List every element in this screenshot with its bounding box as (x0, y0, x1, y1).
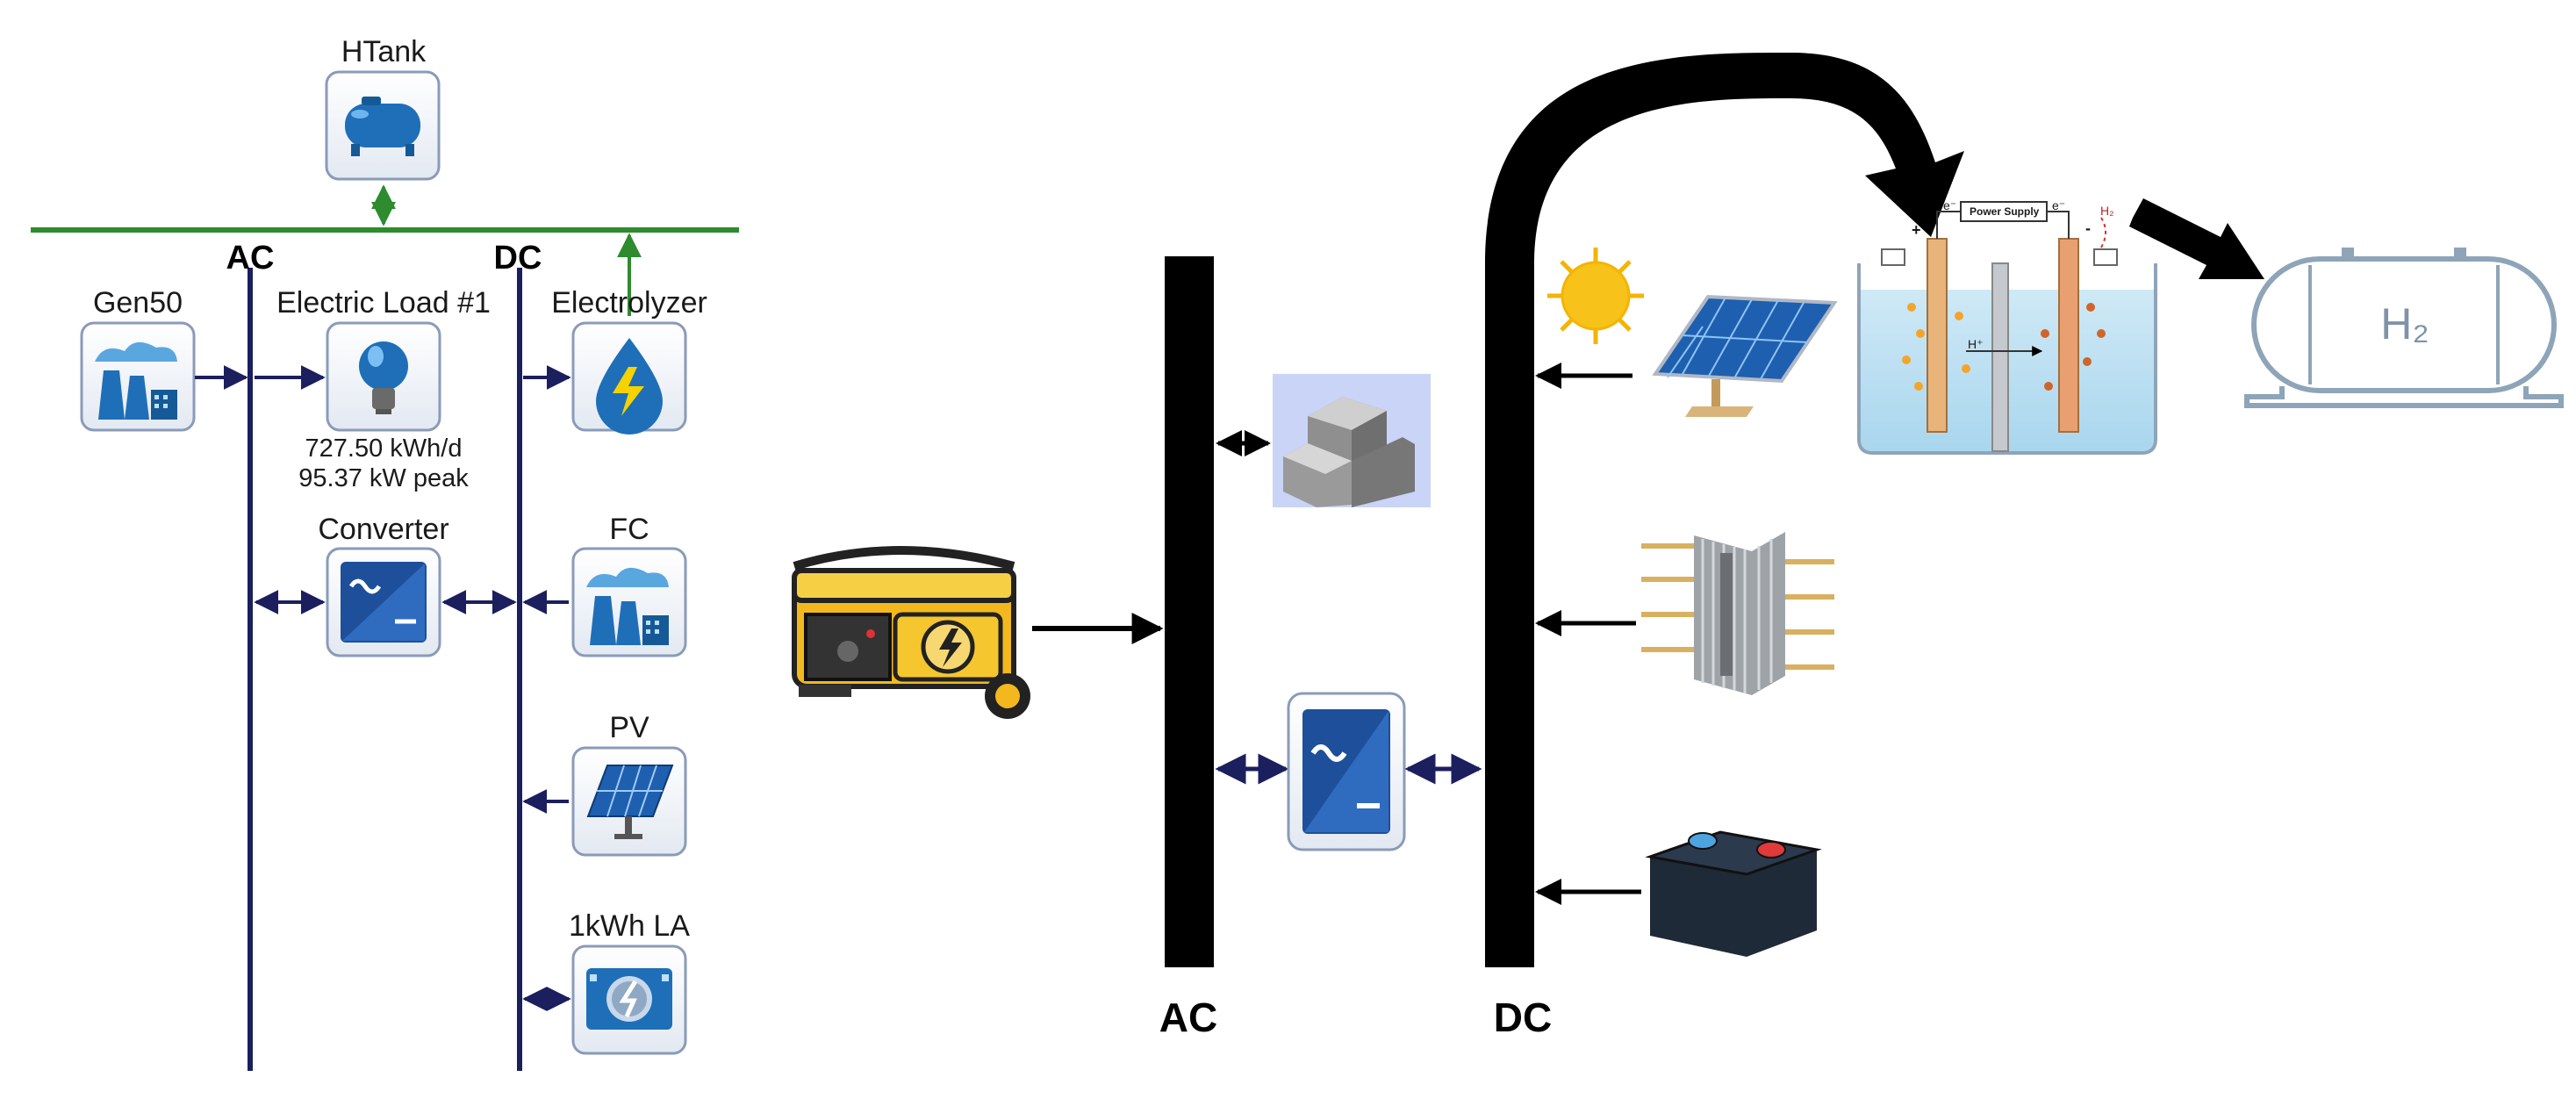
load-building-icon[interactable] (1273, 374, 1431, 507)
gen50-label: Gen50 (92, 286, 183, 320)
electrolyzer-icon[interactable] (571, 321, 687, 434)
hydrogen-tank-icon[interactable] (2244, 248, 2564, 408)
solar-panel-icon[interactable] (1652, 294, 1838, 417)
gen50-icon[interactable] (80, 321, 196, 432)
battery-label: 1kWh LA (569, 909, 690, 943)
electrolyzer-label: Electrolyzer (551, 286, 707, 320)
dc-bus-label: DC (493, 240, 542, 276)
fc-icon[interactable] (571, 547, 687, 657)
electron-left-label: e⁻ (1943, 198, 1957, 212)
power-supply-label: Power Supply (1970, 205, 2040, 218)
htank-icon[interactable] (325, 70, 441, 181)
battery-icon[interactable] (571, 944, 687, 1055)
electric-load-label: Electric Load #1 (276, 286, 491, 320)
plus-sign: + (1912, 221, 1921, 239)
right-diagram (783, 53, 2564, 1102)
electrolyzer-cell-icon[interactable] (1857, 201, 2157, 455)
battery-icon[interactable] (1645, 830, 1822, 1102)
dc-bus-arch (1485, 53, 1964, 967)
pv-label: PV (609, 711, 649, 744)
converter-icon[interactable] (1287, 692, 1406, 851)
fc-label: FC (609, 513, 649, 546)
htank-label: HTank (341, 35, 427, 68)
fuel-cell-stack-icon[interactable] (1641, 532, 1834, 695)
ac-bus-big-label: AC (1159, 995, 1218, 1040)
converter-icon[interactable] (326, 547, 441, 657)
electric-load-icon[interactable] (326, 321, 441, 432)
sun-icon (1547, 248, 1644, 344)
converter-label: Converter (318, 513, 449, 546)
small-h2-label: H₂ (2100, 204, 2114, 218)
pv-icon[interactable] (571, 746, 687, 857)
electron-right-label: e⁻ (2052, 198, 2066, 212)
electrolyzer-to-tank-arrow (2129, 198, 2264, 279)
load-peak-stat: 95.37 kW peak (298, 464, 469, 492)
ac-bus-label: AC (226, 240, 275, 276)
load-energy-stat: 727.50 kWh/d (305, 434, 463, 463)
minus-sign: - (2085, 219, 2091, 237)
proton-label: H⁺ (1968, 337, 1984, 351)
left-schematic (31, 70, 739, 1071)
dc-bus-big-label: DC (1493, 995, 1553, 1040)
ac-bus-bar (1165, 256, 1214, 967)
generator-icon[interactable] (783, 546, 1048, 719)
tank-h2-label: H₂ (2380, 299, 2429, 348)
